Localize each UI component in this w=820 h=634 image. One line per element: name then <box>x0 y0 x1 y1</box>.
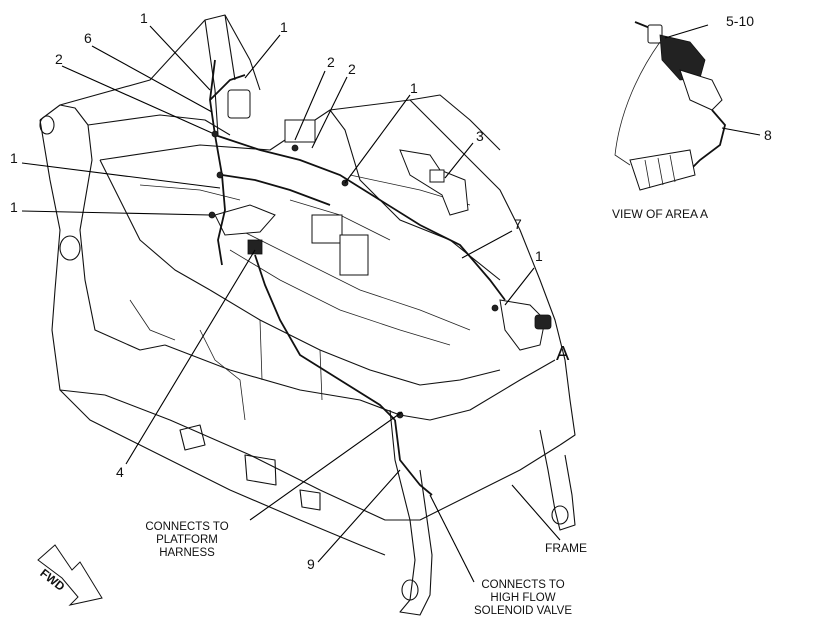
callout-5-10: 5-10 <box>726 13 755 29</box>
platform-note-line-3: HARNESS <box>159 547 215 559</box>
callout-1-left-lower: 1 <box>10 199 18 215</box>
callout-2-mid-first: 2 <box>327 54 335 70</box>
platform-note-line-1: CONNECTS TO <box>145 521 229 533</box>
detail-view-a <box>614 21 726 191</box>
callout-1-right: 1 <box>410 80 418 96</box>
callout-2-mid-second: 2 <box>348 61 356 77</box>
callout-1-top: 1 <box>140 10 148 26</box>
wiring-harness <box>208 59 506 496</box>
frame-label: FRAME <box>545 541 587 555</box>
callout-1-lower: 1 <box>535 248 543 264</box>
callout-4: 4 <box>116 464 124 480</box>
callout-a: A <box>556 343 570 365</box>
callout-1-top-right: 1 <box>280 19 288 35</box>
solenoid-note-line-1: CONNECTS TO <box>481 579 565 591</box>
machine-frame <box>39 14 576 616</box>
callout-2-left: 2 <box>55 51 63 67</box>
callout-3: 3 <box>476 128 484 144</box>
solenoid-note-line-3: SOLENOID VALVE <box>474 605 572 617</box>
components <box>214 89 552 351</box>
leader-lines <box>21 24 761 583</box>
solenoid-note-line-2: HIGH FLOW <box>490 592 556 604</box>
callout-1-left-upper: 1 <box>10 150 18 166</box>
solenoid-valve-note: CONNECTS TO HIGH FLOW SOLENOID VALVE <box>468 579 578 618</box>
callout-9: 9 <box>307 556 315 572</box>
platform-note-line-2: PLATFORM <box>156 534 218 546</box>
view-of-area-a-label: VIEW OF AREA A <box>612 207 709 221</box>
callout-8: 8 <box>764 127 772 143</box>
platform-harness-note: CONNECTS TO PLATFORM HARNESS <box>132 521 242 560</box>
callout-6: 6 <box>84 30 92 46</box>
fwd-arrow <box>37 544 103 606</box>
callout-7: 7 <box>514 216 522 232</box>
